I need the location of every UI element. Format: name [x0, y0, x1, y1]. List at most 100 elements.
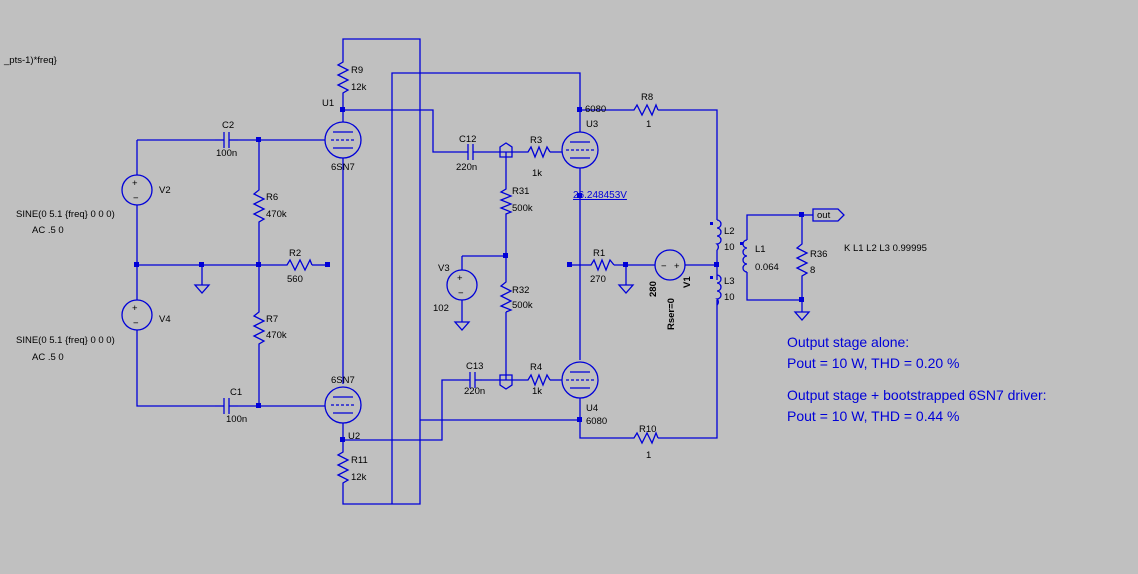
V4-ref: V4	[159, 314, 171, 325]
V4-spec: SINE(0 5.1 {freq} 0 0 0)	[16, 335, 115, 346]
R2-value: 560	[287, 274, 303, 285]
ground-icon	[617, 284, 635, 294]
source-V1[interactable]: − + V1 280 Rser=0	[648, 249, 693, 330]
R36-ref: R36	[810, 249, 827, 260]
R2-ref: R2	[289, 248, 301, 259]
source-V3[interactable]: + − V3 102	[433, 263, 478, 314]
directive-fragment: _pts-1)*freq}	[3, 55, 57, 66]
resistor-R7[interactable]: R7 470k	[252, 308, 287, 350]
probe-voltage-readout: 26.248453V	[573, 190, 627, 201]
resistor-R3[interactable]: R3 1k	[525, 135, 551, 179]
R11-value: 12k	[351, 472, 367, 483]
tube-U3[interactable]: 6080 U3	[561, 104, 606, 169]
R10-value: 1	[646, 450, 651, 461]
R9-ref: R9	[351, 65, 363, 76]
resistor-R32[interactable]: R32 500k	[499, 278, 533, 313]
C1-ref: C1	[230, 387, 242, 398]
source-V2[interactable]: + − V2 SINE(0 5.1 {freq} 0 0 0) AC .5 0	[16, 174, 171, 236]
U3-model: 6080	[585, 104, 606, 115]
R9-value: 12k	[351, 82, 367, 93]
V3-plus-sign: +	[457, 273, 463, 284]
U4-ref: U4	[586, 403, 598, 414]
C2-value: 100n	[216, 148, 237, 159]
tube-U2[interactable]: 6SN7 U2	[324, 375, 362, 442]
U3-ref: U3	[586, 119, 598, 130]
V4-ac: AC .5 0	[32, 352, 64, 363]
V3-value: 102	[433, 303, 449, 314]
resistor-R8[interactable]: R8 1	[630, 92, 659, 130]
R1-ref: R1	[593, 248, 605, 259]
R8-ref: R8	[641, 92, 653, 103]
V2-plus-sign: +	[132, 178, 138, 189]
resistor-R6[interactable]: R6 470k	[252, 186, 287, 228]
C13-ref: C13	[466, 361, 483, 372]
resistor-R4[interactable]: R4 1k	[525, 362, 551, 397]
result-notes: Output stage alone: Pout = 10 W, THD = 0…	[787, 334, 1047, 424]
V2-spec: SINE(0 5.1 {freq} 0 0 0)	[16, 209, 115, 220]
V3-minus-sign: −	[458, 288, 464, 299]
inductor-L3[interactable]: L3 10	[710, 274, 735, 306]
C12-value: 220n	[456, 162, 477, 173]
ground-icon	[193, 284, 211, 294]
R11-ref: R11	[351, 455, 368, 466]
resistor-R2[interactable]: R2 560	[283, 248, 313, 285]
resistor-R36[interactable]: R36 8	[795, 240, 827, 280]
R32-ref: R32	[512, 285, 529, 296]
capacitor-C13[interactable]: C13 220n	[462, 361, 485, 397]
ground-icon	[453, 321, 471, 331]
R31-ref: R31	[512, 186, 529, 197]
note-line-1: Output stage alone:	[787, 334, 909, 350]
junction-dots	[134, 107, 804, 442]
ground-icon	[793, 311, 811, 321]
U2-model: 6SN7	[331, 375, 355, 386]
R4-ref: R4	[530, 362, 542, 373]
U1-ref: U1	[322, 98, 334, 109]
R4-value: 1k	[532, 386, 542, 397]
L2-ref: L2	[724, 226, 735, 237]
tube-U4[interactable]: U4 6080	[561, 361, 607, 427]
net-flag-g1	[499, 142, 513, 158]
U4-model: 6080	[586, 416, 607, 427]
net-flag-g2	[499, 374, 513, 390]
L3-value: 10	[724, 292, 735, 303]
inductor-L1[interactable]: L1 0.064	[740, 239, 779, 273]
net-label-out[interactable]: out	[812, 208, 845, 222]
L1-value: 0.064	[755, 262, 779, 273]
resistor-R9[interactable]: R9 12k	[336, 58, 367, 98]
V1-minus-sign: −	[661, 261, 667, 272]
C2-ref: C2	[222, 120, 234, 131]
out-label: out	[817, 210, 831, 221]
source-V4[interactable]: + − V4 SINE(0 5.1 {freq} 0 0 0) AC .5 0	[16, 299, 171, 363]
inductor-L2[interactable]: L2 10	[710, 219, 735, 253]
L3-ref: L3	[724, 276, 735, 287]
note-line-2: Pout = 10 W, THD = 0.20 %	[787, 355, 960, 371]
capacitor-C2[interactable]: C2 100n	[215, 120, 238, 159]
V1-rser: Rser=0	[666, 298, 677, 330]
tube-U1[interactable]: U1 6SN7	[322, 98, 362, 173]
V4-plus-sign: +	[132, 303, 138, 314]
R36-value: 8	[810, 265, 815, 276]
resistor-R31[interactable]: R31 500k	[499, 186, 533, 216]
coupling-directive: K L1 L2 L3 0.99995	[844, 243, 927, 254]
V1-ref: V1	[682, 276, 693, 288]
C13-value: 220n	[464, 386, 485, 397]
R1-value: 270	[590, 274, 606, 285]
V2-minus-sign: −	[133, 193, 139, 204]
C12-ref: C12	[459, 134, 476, 145]
R32-value: 500k	[512, 300, 533, 311]
capacitor-C1[interactable]: C1 100n	[215, 387, 247, 425]
wires	[136, 38, 813, 505]
R8-value: 1	[646, 119, 651, 130]
resistor-R1[interactable]: R1 270	[588, 248, 615, 285]
V3-ref: V3	[438, 263, 450, 274]
resistor-R10[interactable]: R10 1	[630, 424, 659, 461]
V1-value: 280	[648, 281, 659, 297]
V1-plus-sign: +	[674, 261, 680, 272]
L2-value: 10	[724, 242, 735, 253]
resistor-R11[interactable]: R11 12k	[336, 448, 368, 492]
note-line-4: Pout = 10 W, THD = 0.44 %	[787, 408, 960, 424]
capacitor-C12[interactable]: C12 220n	[456, 134, 480, 173]
R7-ref: R7	[266, 314, 278, 325]
R3-value: 1k	[532, 168, 542, 179]
